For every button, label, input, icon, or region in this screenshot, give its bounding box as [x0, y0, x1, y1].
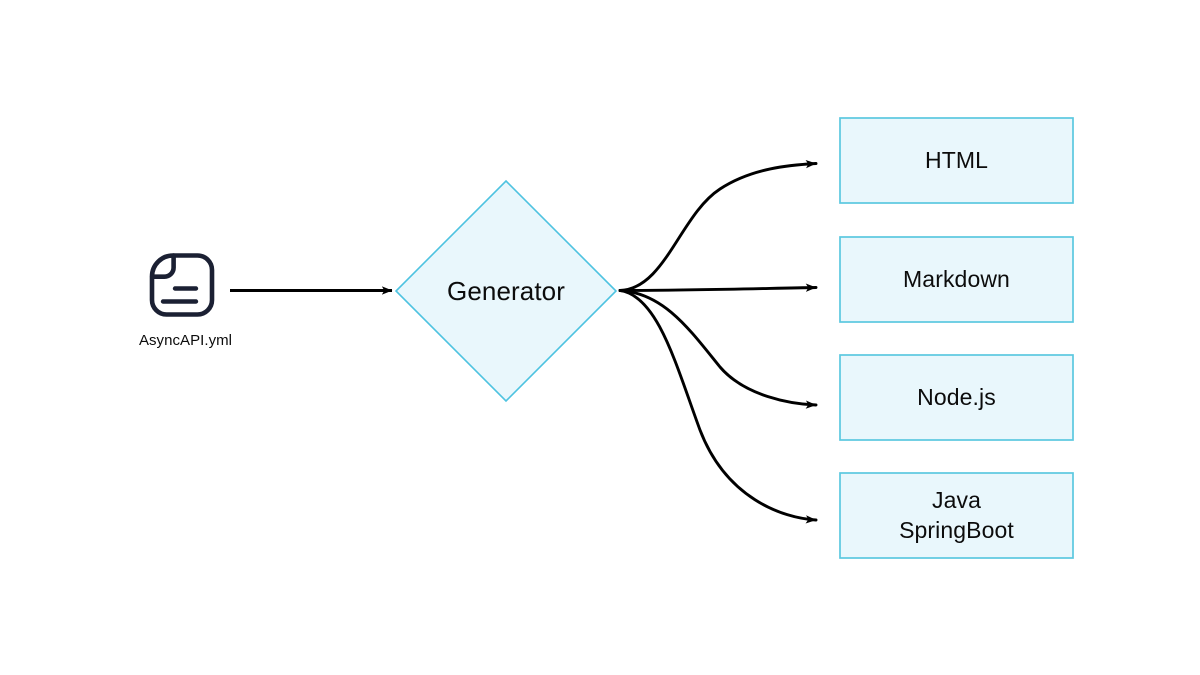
- connector-generator-to-nodejs: [618, 289, 818, 409]
- output-box-html[interactable]: [839, 117, 1074, 204]
- generator-diamond[interactable]: [394, 179, 618, 403]
- connector-generator-to-java: [618, 289, 818, 524]
- output-box-java[interactable]: [839, 472, 1074, 559]
- connector-generator-to-html: [618, 159, 818, 292]
- output-box-markdown[interactable]: [839, 236, 1074, 323]
- connector-generator-to-markdown: [618, 283, 818, 292]
- document-file-icon: [149, 253, 215, 317]
- output-box-nodejs[interactable]: [839, 354, 1074, 441]
